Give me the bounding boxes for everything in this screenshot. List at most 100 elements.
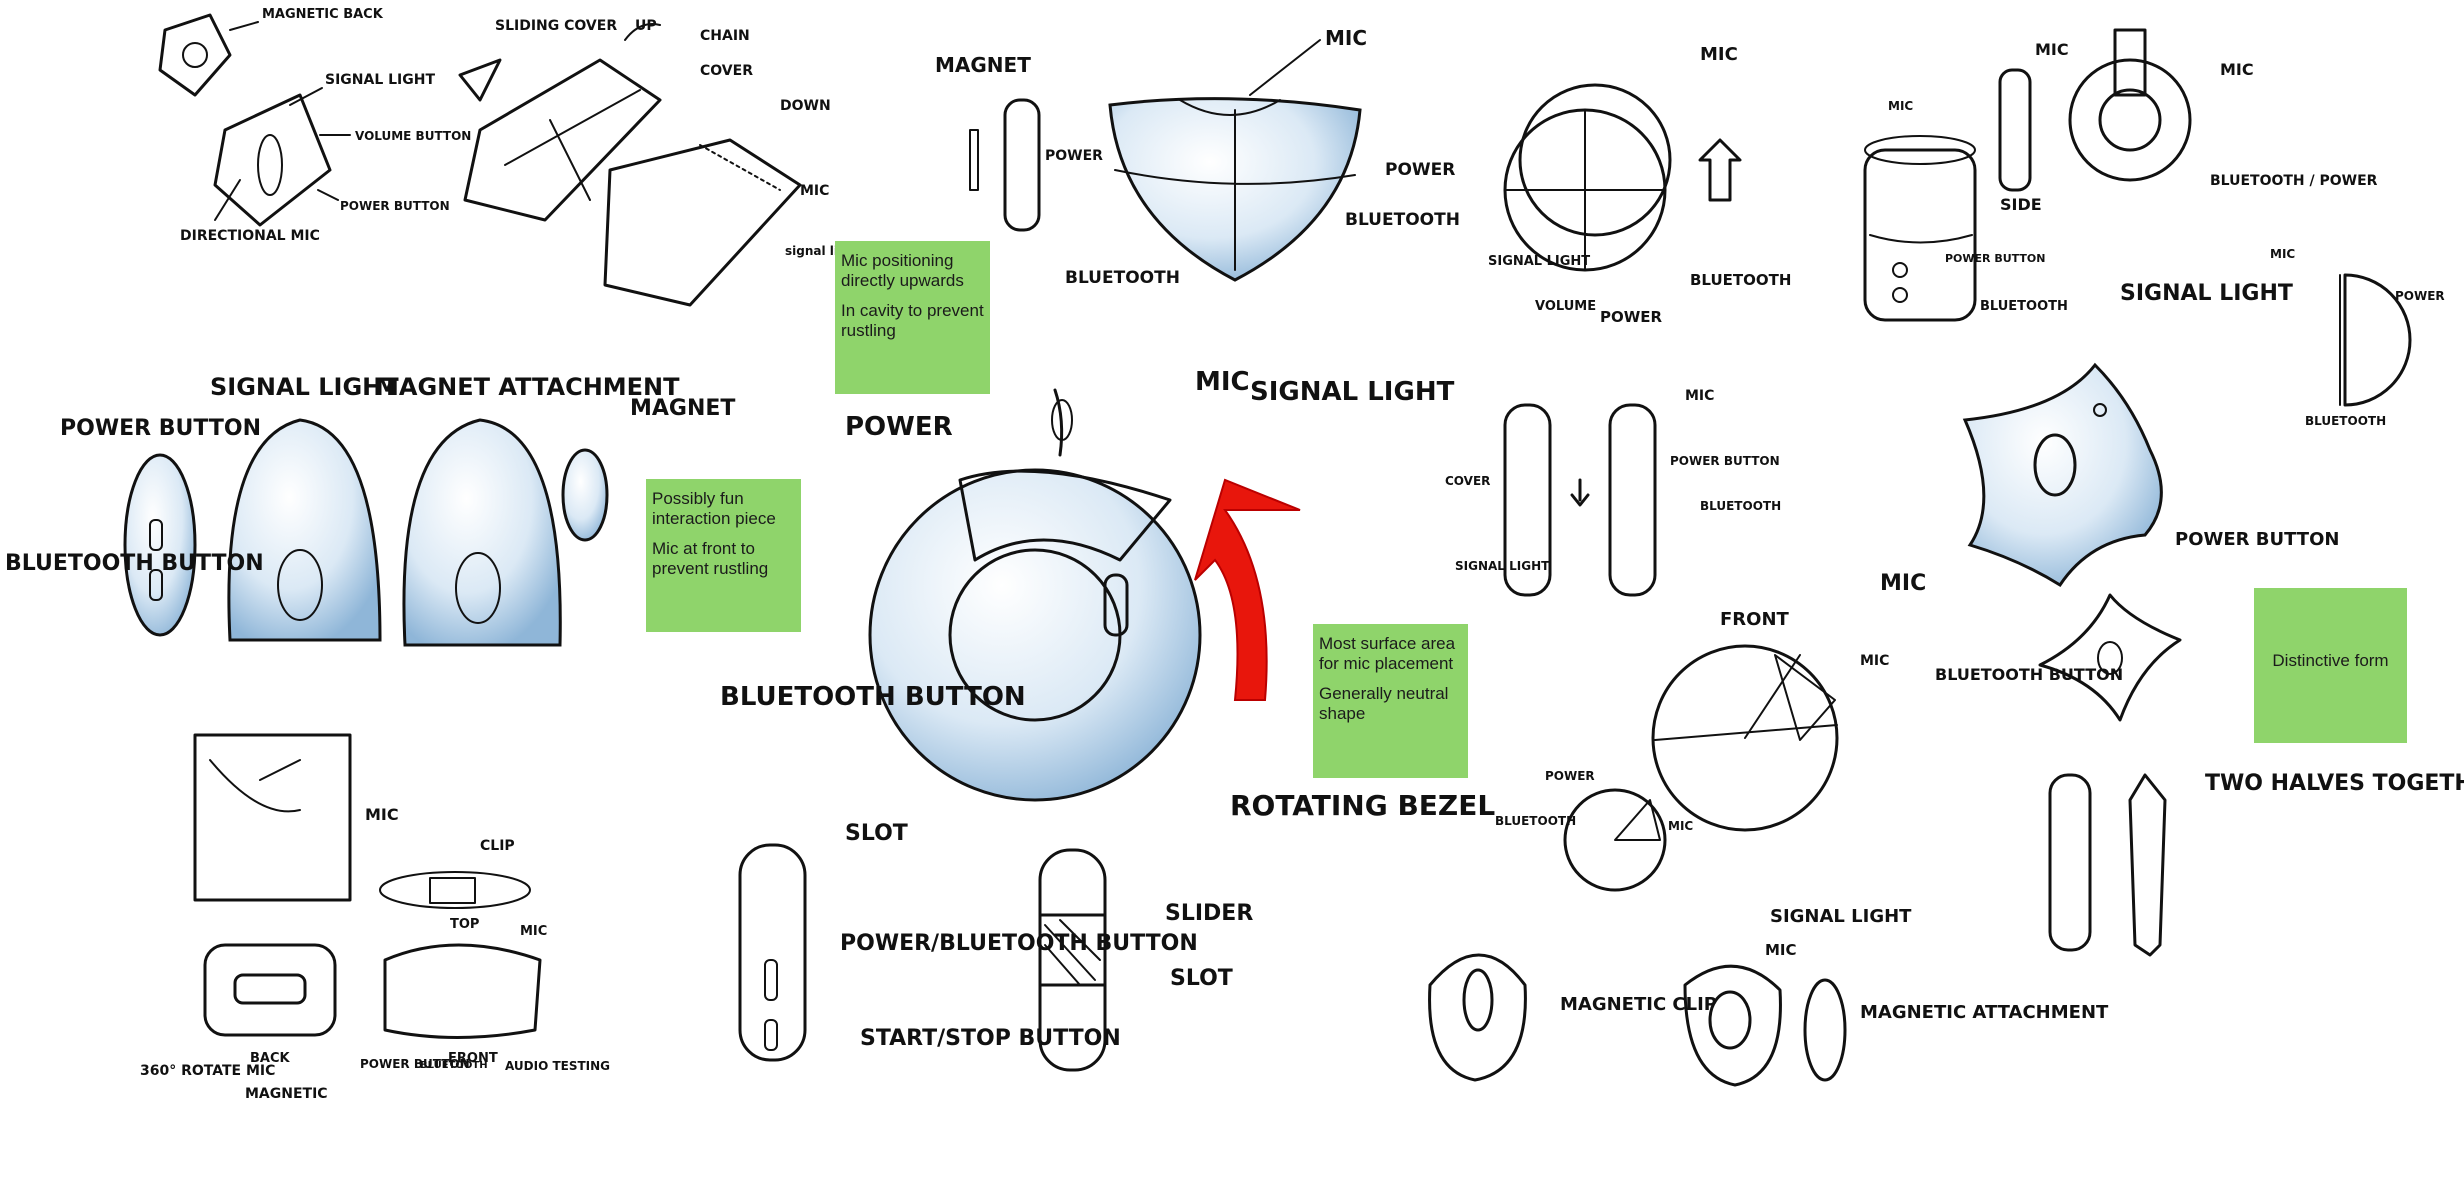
rotation-arrow xyxy=(1194,478,1301,701)
label-power-button: POWER BUTTON xyxy=(340,199,450,213)
label-mic-6: MIC xyxy=(2220,60,2254,79)
label-signal-light: SIGNAL LIGHT xyxy=(325,72,435,88)
label-power-button-6: POWER BUTTON xyxy=(360,1057,470,1071)
sketch-pendant-topleft: MAGNETIC BACK SIGNAL LIGHT VOLUME BUTTON… xyxy=(158,7,471,244)
label-power-6: POWER xyxy=(1545,769,1595,783)
label-signal-light-3: SIGNAL LIGHT xyxy=(210,373,399,401)
label-magnetic-clip: MAGNETIC CLIP xyxy=(1560,994,1717,1015)
label-rotating-bezel: ROTATING BEZEL xyxy=(1230,789,1495,822)
label-slot-2: SLOT xyxy=(1170,966,1233,991)
label-start-stop-button: START/STOP BUTTON xyxy=(860,1026,1121,1051)
label-magnetic: MAGNETIC xyxy=(245,1086,328,1102)
label-power-button-4: POWER BUTTON xyxy=(1670,454,1780,468)
label-bluetooth-3: BLUETOOTH xyxy=(1690,271,1791,289)
label-directional-mic: DIRECTIONAL MIC xyxy=(180,228,320,244)
label-back: BACK xyxy=(250,1051,291,1066)
label-cover: COVER xyxy=(700,63,753,79)
label-bluetooth-power: BLUETOOTH / POWER xyxy=(2210,173,2378,189)
sketch-bars-front: COVER SIGNAL LIGHT MIC POWER BUTTON BLUE… xyxy=(1445,388,1889,892)
label-magnetic-attachment: MAGNETIC ATTACHMENT xyxy=(1860,1002,2109,1023)
label-bluetooth-button-1: BLUETOOTH BUTTON xyxy=(5,551,264,576)
sketch-star-pendant: SIGNAL LIGHT MIC POWER BUTTON BLUETOOTH … xyxy=(1880,281,2464,957)
label-power-bluetooth-button: POWER/BLUETOOTH BUTTON xyxy=(840,931,1198,956)
label-audio-testing: AUDIO TESTING xyxy=(505,1059,610,1073)
label-slider: SLIDER xyxy=(1165,901,1253,926)
label-volume-button: VOLUME BUTTON xyxy=(355,129,471,143)
note-line: Mic at front to prevent rustling xyxy=(652,539,769,578)
label-power-5: POWER xyxy=(845,412,953,442)
label-two-halves: TWO HALVES TOGETHER xyxy=(2205,771,2464,796)
label-magnet-1: MAGNET xyxy=(935,53,1031,77)
label-chain: CHAIN xyxy=(700,28,750,44)
label-bluetooth-4: BLUETOOTH xyxy=(1980,299,2068,314)
label-side: SIDE xyxy=(2000,195,2042,214)
sketch-sliding-cover: SLIDING COVER UP CHAIN COVER DOWN MIC si… xyxy=(458,18,861,307)
label-power-button-2: POWER BUTTON xyxy=(1945,252,2046,265)
label-magnet-attachment: MAGNET ATTACHMENT xyxy=(375,373,680,401)
note-line: Most surface area for mic placement xyxy=(1319,634,1456,673)
label-power-3: POWER xyxy=(1600,308,1663,326)
label-mic-7: MIC xyxy=(2270,247,2295,261)
label-front-small: FRONT xyxy=(448,1051,498,1066)
label-mic-12: MIC xyxy=(1880,571,1926,596)
label-bluetooth-5: BLUETOOTH xyxy=(2305,414,2386,428)
label-mic-5: MIC xyxy=(2035,40,2069,59)
label-bluetooth-1: BLUETOOTH xyxy=(1345,210,1460,230)
label-power-button-3: POWER BUTTON xyxy=(60,416,261,441)
sketch-heart-pendant: MAGNET MIC POWER BLUETOOTH BLUETOOTH POW… xyxy=(935,26,1460,288)
sticky-note-fun-interaction[interactable]: Possibly fun interaction piece Mic at fr… xyxy=(646,479,801,632)
label-signal-light-6: SIGNAL LIGHT xyxy=(2120,281,2293,306)
label-signal-light-one: SIGNAL LIGHT xyxy=(1770,906,1912,927)
sketch-clips: MAGNETIC CLIP SIGNAL LIGHT MIC MAGNETIC … xyxy=(1428,906,2109,1087)
label-sliding-cover: SLIDING COVER xyxy=(495,18,617,34)
label-signal-light-2: SIGNAL LIGHT xyxy=(1488,254,1590,269)
label-mic-11: MIC xyxy=(1668,819,1693,833)
label-slot-1: SLOT xyxy=(845,821,908,846)
note-line: In cavity to prevent rustling xyxy=(841,301,984,340)
label-bluetooth-7: BLUETOOTH xyxy=(1495,814,1576,828)
sketch-half-circle: MIC POWER BLUETOOTH xyxy=(2270,247,2445,428)
label-down: DOWN xyxy=(780,98,831,114)
label-mic-1: MIC xyxy=(800,183,829,199)
label-front: FRONT xyxy=(1720,609,1790,630)
note-line: Generally neutral shape xyxy=(1319,684,1449,723)
sticky-note-distinctive[interactable]: Distinctive form xyxy=(2254,588,2407,743)
label-mic-15: MIC xyxy=(1765,941,1797,959)
label-bluetooth-6: BLUETOOTH xyxy=(1700,499,1781,513)
sticky-note-surface-area[interactable]: Most surface area for mic placement Gene… xyxy=(1313,624,1468,778)
label-bluetooth-button-2: BLUETOOTH BUTTON xyxy=(720,682,1026,712)
label-magnetic-back: MAGNETIC BACK xyxy=(262,7,384,22)
label-mic-3: MIC xyxy=(1700,44,1738,65)
label-mic-13: MIC xyxy=(365,805,399,824)
label-mic-8: MIC xyxy=(1195,367,1250,397)
label-power-4: POWER xyxy=(2395,289,2445,303)
label-clip: CLIP xyxy=(480,838,515,854)
sketch-egg-pendants: POWER BUTTON SIGNAL LIGHT MAGNET ATTACHM… xyxy=(5,373,735,647)
label-bluetooth-button-3: BLUETOOTH BUTTON xyxy=(1935,665,2123,684)
label-power-2: POWER xyxy=(1045,148,1103,164)
label-up: UP xyxy=(635,18,657,34)
label-power-1: POWER xyxy=(1385,160,1455,180)
note-line: Possibly fun interaction piece xyxy=(652,489,776,528)
label-mic-4: MIC xyxy=(1888,99,1913,113)
label-volume: VOLUME xyxy=(1535,299,1596,314)
label-mic-9: MIC xyxy=(1685,388,1714,404)
sketch-round-pendant: MIC SIGNAL LIGHT VOLUME POWER BLUETOOTH xyxy=(1488,44,1791,326)
sticky-note-mic-positioning[interactable]: Mic positioning directly upwards In cavi… xyxy=(835,241,990,394)
label-mic-2: MIC xyxy=(1325,26,1367,50)
label-power-button-5: POWER BUTTON xyxy=(2175,529,2339,550)
label-top: TOP xyxy=(450,917,479,932)
note-line: Distinctive form xyxy=(2272,650,2389,670)
label-bluetooth-2: BLUETOOTH xyxy=(1065,268,1180,288)
label-mic-14: MIC xyxy=(520,924,547,939)
label-cover-2: COVER xyxy=(1445,474,1490,488)
label-mic-10: MIC xyxy=(1860,653,1889,669)
label-magnet-2: MAGNET xyxy=(630,396,735,421)
sketch-donut-pendant: POWER MIC SIGNAL LIGHT BLUETOOTH BUTTON … xyxy=(720,367,1495,822)
label-signal-light-4: SIGNAL LIGHT xyxy=(1250,377,1455,407)
sketch-cylinder: MIC MIC MIC SIDE BLUETOOTH / POWER POWER… xyxy=(1863,28,2378,322)
label-bluetooth-8: BLUETOOTH xyxy=(420,1060,488,1071)
note-line: Mic positioning directly upwards xyxy=(841,251,964,290)
